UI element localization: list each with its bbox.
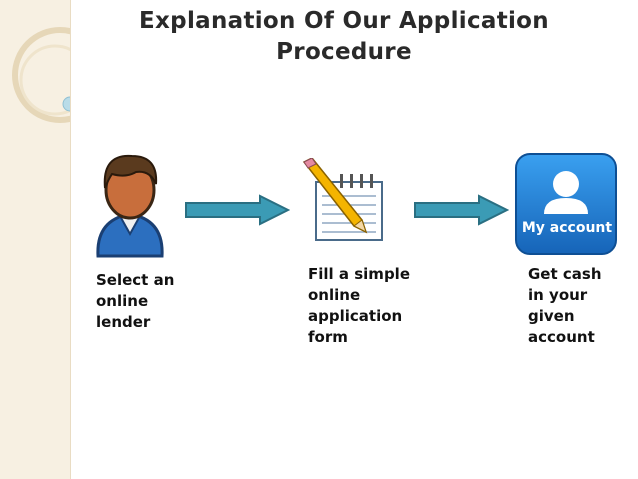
arrow-right-icon	[413, 194, 509, 230]
my-account-icon	[514, 152, 618, 260]
step-2-line: Fill a simple	[308, 264, 410, 285]
step-3-line: Get cash	[528, 264, 602, 285]
step-1-label: Select an online lender	[96, 270, 174, 333]
person-icon	[90, 148, 170, 264]
step-2-line: online	[308, 285, 410, 306]
step-2-line: application	[308, 306, 410, 327]
decorative-left-band	[0, 0, 71, 479]
notepad-pencil-icon	[296, 158, 392, 250]
step-1-line: Select an	[96, 270, 174, 291]
decorative-circles-icon	[0, 0, 70, 479]
title-line-1: Explanation Of Our Application	[70, 6, 618, 37]
step-2-line: form	[308, 327, 410, 348]
step-3-label: Get cash in your given account	[528, 264, 602, 348]
arrow-right-icon	[184, 194, 290, 230]
step-3-line: given	[528, 306, 602, 327]
page-title: Explanation Of Our Application Procedure	[70, 6, 618, 68]
step-2-label: Fill a simple online application form	[308, 264, 410, 348]
title-line-2: Procedure	[70, 37, 618, 68]
step-3-line: account	[528, 327, 602, 348]
step-1-line: online	[96, 291, 174, 312]
my-account-label: My account	[517, 220, 617, 236]
step-3-line: in your	[528, 285, 602, 306]
step-1-line: lender	[96, 312, 174, 333]
